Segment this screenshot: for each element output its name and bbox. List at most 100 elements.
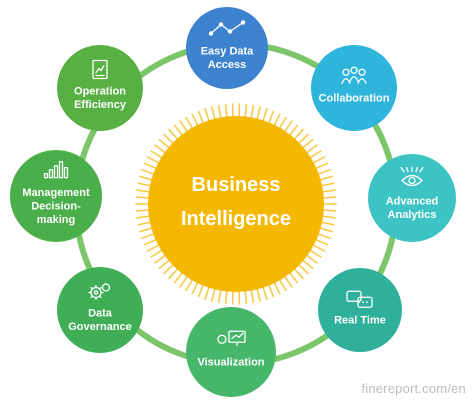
node-label-management-decision-making-3: making (37, 214, 76, 226)
sun-ray (199, 111, 203, 122)
sun-ray (212, 107, 215, 119)
sun-ray (263, 288, 267, 299)
node-real-time: Real Time (318, 268, 402, 352)
sun-ray (151, 251, 161, 257)
sun-ray (174, 125, 181, 134)
sun-ray (186, 280, 192, 290)
node-visualization: Visualization (186, 307, 276, 397)
sun-ray (319, 234, 330, 238)
sun-ray (303, 261, 312, 269)
sun-ray (137, 190, 149, 192)
node-label-advanced-analytics-2: Analytics (388, 209, 437, 221)
sun-ray (251, 106, 253, 118)
sun-ray (151, 151, 161, 157)
node-label-real-time-1: Real Time (334, 314, 386, 326)
sun-ray (138, 222, 150, 224)
node-label-data-governance-1: Data (88, 308, 113, 320)
sun-ray (174, 273, 181, 282)
sun-ray (186, 117, 192, 127)
sun-ray (159, 140, 168, 148)
sun-ray (169, 130, 177, 139)
sun-ray (219, 291, 221, 303)
sun-ray (285, 277, 292, 287)
sun-ray (319, 170, 330, 174)
sun-ray (303, 140, 312, 148)
node-label-operation-efficiency-2: Efficiency (74, 99, 127, 111)
sun-ray (290, 273, 297, 282)
sun-ray (257, 289, 260, 301)
sun-ray (316, 240, 327, 245)
sun-ray (314, 245, 325, 251)
node-label-management-decision-making-2: Decision- (31, 200, 81, 212)
sun-ray (159, 261, 168, 269)
sun-ray (140, 176, 152, 179)
sun-ray (155, 145, 165, 152)
sun-ray (324, 210, 336, 211)
node-circle (318, 268, 402, 352)
sun-ray (314, 157, 325, 163)
node-label-advanced-analytics-1: Advanced (386, 196, 439, 208)
sun-ray (321, 176, 333, 179)
sun-ray (245, 105, 246, 117)
sun-ray (323, 190, 335, 192)
sun-ray (285, 121, 292, 131)
sun-ray (257, 107, 260, 119)
sun-ray (275, 114, 280, 125)
sun-ray (205, 288, 209, 299)
sun-ray (148, 245, 159, 251)
sun-ray (280, 280, 286, 290)
sun-ray (164, 135, 173, 143)
sun-ray (155, 256, 165, 263)
sun-ray (137, 216, 149, 218)
sun-ray (192, 114, 197, 125)
sun-ray (251, 291, 253, 303)
sun-ray (322, 183, 334, 185)
sun-ray (295, 130, 303, 139)
sun-ray (205, 109, 209, 120)
sun-ray (226, 292, 227, 304)
sun-ray (192, 283, 197, 294)
center-circle (148, 116, 324, 292)
watermark: finereport.com/en (361, 381, 466, 396)
node-collaboration: Collaboration (311, 45, 397, 131)
sun-ray (299, 135, 308, 143)
node-circle (186, 307, 276, 397)
node-label-easy-data-access-2: Access (208, 59, 247, 71)
sun-ray (164, 265, 173, 273)
sun-ray (324, 197, 336, 198)
center-title-line2: Intelligence (181, 208, 291, 230)
sun-ray (299, 265, 308, 273)
sun-ray (269, 111, 273, 122)
sun-ray (226, 105, 227, 117)
node-label-data-governance-2: Governance (68, 321, 132, 333)
sun-ray (290, 125, 297, 134)
sun-ray (295, 269, 303, 278)
node-label-easy-data-access-1: Easy Data (201, 46, 254, 58)
sun-ray (180, 277, 187, 287)
sun-ray (311, 251, 321, 257)
sun-ray (140, 228, 152, 231)
sun-ray (321, 228, 333, 231)
sun-ray (148, 157, 159, 163)
sun-ray (136, 197, 148, 198)
sun-ray (142, 170, 153, 174)
sun-ray (316, 163, 327, 168)
sun-ray (138, 183, 150, 185)
sun-ray (136, 210, 148, 211)
sun-ray (323, 216, 335, 218)
sun-ray (199, 286, 203, 297)
sun-ray (245, 292, 246, 304)
node-label-operation-efficiency-1: Operation (74, 86, 126, 98)
sun-ray (280, 117, 286, 127)
node-label-collaboration-1: Collaboration (319, 92, 390, 104)
sun-ray (311, 151, 321, 157)
sun-ray (219, 106, 221, 118)
sun-ray (145, 240, 156, 245)
sun-ray (169, 269, 177, 278)
node-label-management-decision-making-1: Management (22, 187, 90, 199)
sun-ray (263, 109, 267, 120)
